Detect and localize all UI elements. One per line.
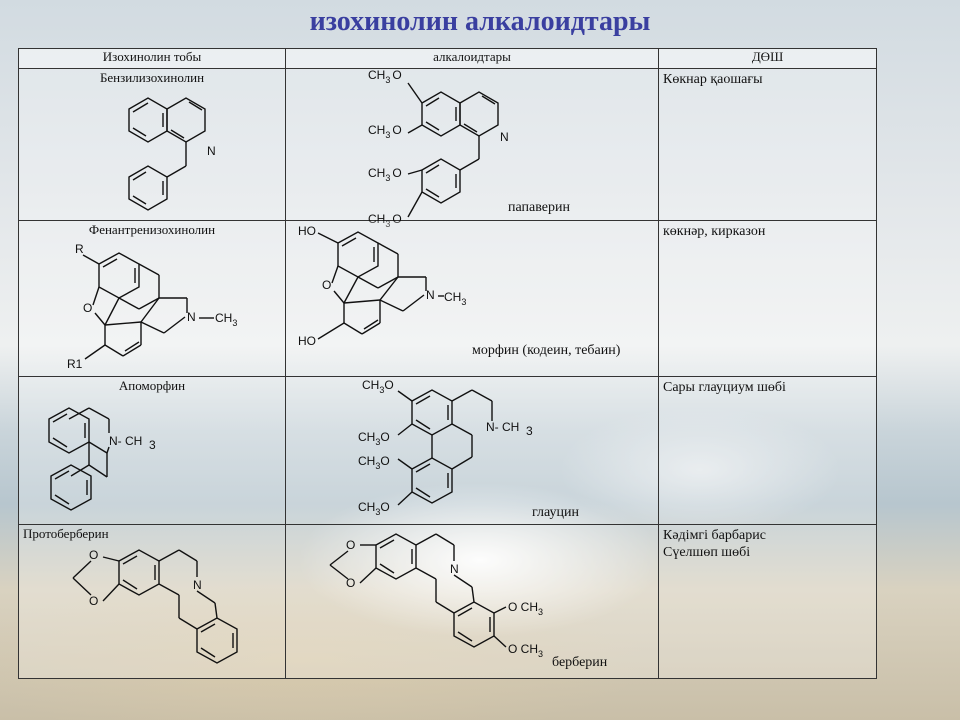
source-text: Сары глауциум шөбі xyxy=(663,380,786,395)
n-label: N xyxy=(207,144,216,158)
alkaloid-name: глауцин xyxy=(532,505,579,520)
group-cell: Бензилизохинолин N xyxy=(18,68,286,221)
svg-text:HO: HO xyxy=(298,334,316,348)
alkaloid-cell: CH3O CH3O CH3O CH3O N- CH 3 xyxy=(285,376,659,525)
source-cell: Кәдімгі барбарис Сүелшөп шөбі xyxy=(658,524,877,679)
column-header-source: ДӨШ xyxy=(658,48,877,69)
svg-text:N: N xyxy=(193,578,202,592)
svg-text:CH3O: CH3O xyxy=(358,500,390,517)
svg-text:3: 3 xyxy=(149,438,156,452)
protoberberine-structure: O O N xyxy=(72,548,238,664)
group-cell: Апоморфин N- CH 3 xyxy=(18,376,286,525)
svg-text:N: N xyxy=(426,288,435,302)
svg-text:R: R xyxy=(75,242,84,256)
svg-text:O CH3: O CH3 xyxy=(508,600,543,617)
svg-text:N: N xyxy=(450,562,459,576)
svg-text:CH3: CH3 xyxy=(215,311,237,328)
svg-text:3: 3 xyxy=(526,424,533,438)
svg-text:CH3O: CH3O xyxy=(358,454,390,471)
alkaloid-cell: O O N xyxy=(285,524,659,679)
table-row: Апоморфин N- CH 3 xyxy=(18,376,877,525)
source-text: Көкнар қаошағы xyxy=(663,72,763,87)
source-cell: Сары глауциум шөбі xyxy=(658,376,877,525)
alkaloid-table: Изохинолин тобы алкалоидтары ДӨШ Бензили… xyxy=(18,48,877,679)
phenanthreneisoquinoline-structure: R O xyxy=(67,242,237,371)
svg-text:O CH3: O CH3 xyxy=(508,642,543,659)
svg-text:CH3O: CH3O xyxy=(368,123,402,140)
svg-text:R1: R1 xyxy=(67,357,83,371)
svg-text:CH3O: CH3O xyxy=(368,68,402,85)
svg-text:N- CH: N- CH xyxy=(109,434,142,448)
table-row: Фенантренизохинолин R O xyxy=(18,220,877,377)
alkaloid-cell: HO O xyxy=(285,220,659,377)
source-line: Сүелшөп шөбі xyxy=(663,545,751,560)
page-title: изохинолин алкалоидтары xyxy=(309,6,651,37)
svg-text:O: O xyxy=(83,301,92,315)
svg-text:O: O xyxy=(89,594,98,608)
aporphine-structure: N- CH 3 xyxy=(48,407,156,511)
morphine-structure: HO O xyxy=(298,224,466,348)
svg-text:O: O xyxy=(346,576,355,590)
group-cell: Фенантренизохинолин R O xyxy=(18,220,286,377)
column-header-alkaloids: алкалоидтары xyxy=(285,48,659,69)
source-text: Кәдімгі барбарис Сүелшөп шөбі xyxy=(659,525,876,563)
berberine-structure: O O N xyxy=(329,533,543,659)
table-header-row: Изохинолин тобы алкалоидтары ДӨШ xyxy=(18,48,877,69)
column-header-group: Изохинолин тобы xyxy=(18,48,286,69)
source-text: көкнәр, кирказон xyxy=(663,224,766,239)
svg-text:O: O xyxy=(346,538,355,552)
svg-text:O: O xyxy=(89,548,98,562)
group-name: Бензилизохинолин xyxy=(99,70,205,85)
svg-text:O: O xyxy=(322,278,331,292)
source-cell: көкнәр, кирказон xyxy=(658,220,877,377)
svg-text:CH3: CH3 xyxy=(444,290,466,307)
glaucine-structure: CH3O CH3O CH3O CH3O N- CH 3 xyxy=(358,378,533,517)
source-cell: Көкнар қаошағы xyxy=(658,68,877,221)
svg-text:N- CH: N- CH xyxy=(486,420,519,434)
table-row: Протоберберин O O N xyxy=(18,524,877,679)
svg-text:CH3O: CH3O xyxy=(368,166,402,183)
group-name: Фенантренизохинолин xyxy=(88,222,216,237)
svg-text:HO: HO xyxy=(298,224,316,238)
svg-text:CH3O: CH3O xyxy=(362,378,394,395)
svg-text:N: N xyxy=(500,130,509,144)
svg-text:CH3O: CH3O xyxy=(358,430,390,447)
group-cell: Протоберберин O O N xyxy=(18,524,286,679)
alkaloid-name: берберин xyxy=(552,655,608,670)
group-name: Апоморфин xyxy=(118,378,186,393)
alkaloid-name: морфин (кодеин, тебаин) xyxy=(472,343,621,358)
benzylisoquinoline-structure: N xyxy=(128,97,216,211)
group-name: Протоберберин xyxy=(23,526,109,541)
source-line: Кәдімгі барбарис xyxy=(663,528,766,543)
alkaloid-name: папаверин xyxy=(508,200,570,215)
svg-text:N: N xyxy=(187,310,196,324)
